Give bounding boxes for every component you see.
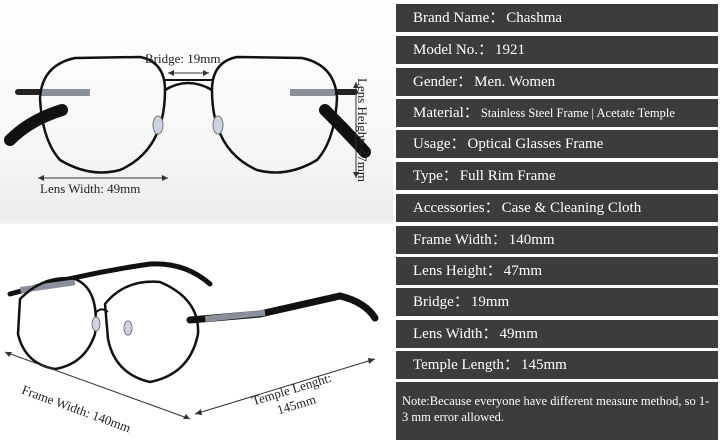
spec-value: Chashma bbox=[506, 10, 563, 26]
spec-row-gender: Gender：Men. Women bbox=[396, 68, 718, 96]
spec-row-frame-width: Frame Width：140mm bbox=[396, 226, 718, 254]
spec-label: Gender： bbox=[413, 74, 473, 90]
lens-width-dimension: Lens Width: 49mm bbox=[40, 181, 141, 196]
spec-row-accessories: Accessories：Case & Cleaning Cloth bbox=[396, 194, 718, 222]
glasses-front-icon bbox=[4, 55, 371, 181]
spec-row-brand: Brand Name：Chashma bbox=[396, 4, 718, 32]
lens-height-dimension: Lens Height: 47mm bbox=[355, 78, 370, 182]
spec-value: Stainless Steel Frame | Acetate Temple bbox=[480, 106, 675, 120]
spec-row-temple-length: Temple Length：145mm bbox=[396, 351, 718, 379]
spec-label: Brand Name： bbox=[413, 10, 505, 26]
spec-value: 19mm bbox=[470, 294, 510, 310]
measurement-note: Note:Because everyone have different mea… bbox=[396, 382, 718, 440]
spec-label: Usage： bbox=[413, 136, 466, 152]
glasses-angled-icon bbox=[4, 261, 379, 420]
spec-value: Men. Women bbox=[474, 74, 556, 90]
spec-label: Frame Width： bbox=[413, 232, 507, 248]
spec-row-bridge: Bridge：19mm bbox=[396, 288, 718, 316]
side-view-panel: Frame Width: 140mm Temple Lenght: 145mm bbox=[0, 224, 393, 444]
spec-label: Material： bbox=[413, 105, 479, 121]
spec-label: Type： bbox=[413, 168, 458, 184]
spec-value: 1921 bbox=[495, 42, 525, 58]
spec-value: Case & Cleaning Cloth bbox=[501, 200, 642, 216]
spec-label: Model No.： bbox=[413, 42, 493, 58]
spec-row-lens-height: Lens Height：47mm bbox=[396, 257, 718, 285]
spec-label: Temple Length： bbox=[413, 357, 520, 373]
spec-label: Lens Height： bbox=[413, 263, 502, 279]
front-view-panel: Bridge: 19mm Lens Width: 49mm Lens Heigh… bbox=[0, 0, 393, 218]
spec-value: 140mm bbox=[508, 232, 555, 248]
spec-table: Brand Name：Chashma Model No.：1921 Gender… bbox=[395, 0, 720, 444]
spec-label: Lens Width： bbox=[413, 326, 498, 342]
spec-row-model: Model No.：1921 bbox=[396, 36, 718, 64]
spec-value: Full Rim Frame bbox=[459, 168, 556, 184]
spec-value: 49mm bbox=[499, 326, 538, 342]
spec-value: 47mm bbox=[503, 263, 543, 279]
bridge-dimension: Bridge: 19mm bbox=[145, 51, 221, 66]
image-divider bbox=[0, 218, 393, 224]
spec-row-lens-width: Lens Width：49mm bbox=[396, 320, 718, 348]
spec-row-type: Type：Full Rim Frame bbox=[396, 162, 718, 190]
spec-label: Accessories： bbox=[413, 200, 500, 216]
spec-row-usage: Usage：Optical Glasses Frame bbox=[396, 130, 718, 158]
spec-label: Bridge： bbox=[413, 294, 469, 310]
spec-row-material: Material：Stainless Steel Frame | Acetate… bbox=[396, 99, 718, 127]
spec-value: 145mm bbox=[521, 357, 567, 373]
product-images: Bridge: 19mm Lens Width: 49mm Lens Heigh… bbox=[0, 0, 393, 444]
spec-value: Optical Glasses Frame bbox=[467, 136, 604, 152]
